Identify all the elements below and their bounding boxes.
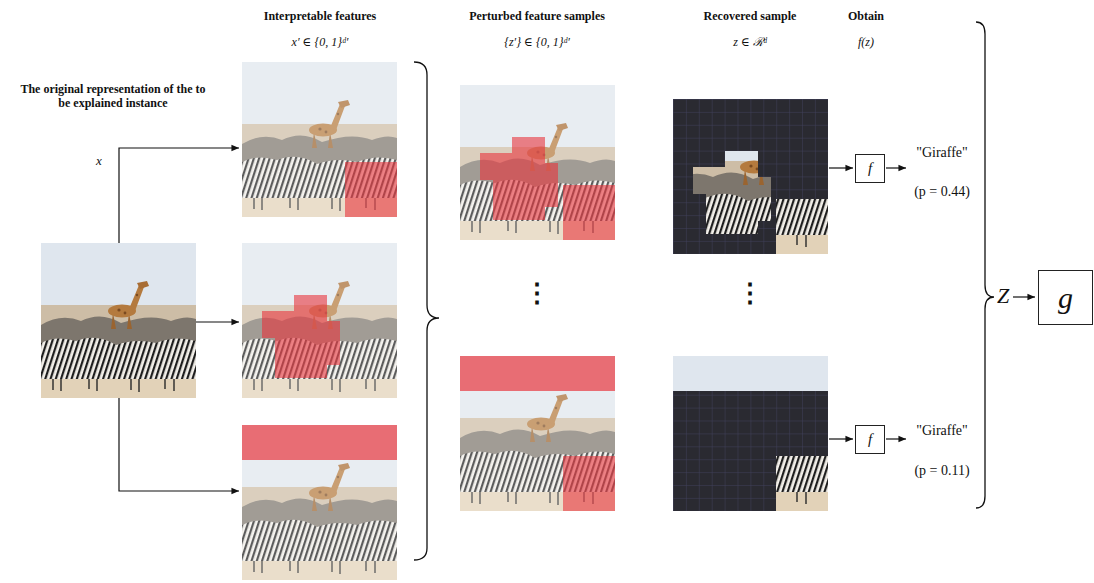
model-box: f — [855, 154, 885, 183]
instance-caption: The original representation of the to be… — [18, 82, 208, 111]
column-header: Recovered sample — [704, 9, 797, 23]
variable-label: x — [96, 153, 102, 169]
prediction-label: "Giraffe" — [916, 423, 968, 440]
box-text: g — [1058, 283, 1073, 313]
box-text: f — [868, 432, 872, 447]
ellipsis-dots: ⋮ — [737, 278, 763, 309]
box-text: f — [868, 161, 872, 176]
formula: x′ ∈ {0, 1}ᵈ′ — [292, 35, 349, 49]
formula: {z′} ∈ {0, 1}ᵈ′ — [504, 35, 570, 49]
probability-label: (p = 0.44) — [914, 184, 970, 201]
formula: z ∈ ℛᵈ — [733, 35, 766, 49]
prediction-label: "Giraffe" — [916, 145, 968, 162]
set-symbol: Z — [997, 283, 1009, 309]
model-box: f — [855, 425, 885, 454]
column-header: Interpretable features — [264, 9, 377, 23]
column-header: Perturbed feature samples — [469, 9, 605, 23]
probability-label: (p = 0.11) — [914, 463, 969, 480]
ellipsis-dots: ⋮ — [524, 278, 550, 309]
explainer-box: g — [1038, 270, 1093, 325]
column-header: Obtain — [848, 9, 884, 23]
formula: f(z) — [858, 35, 874, 49]
